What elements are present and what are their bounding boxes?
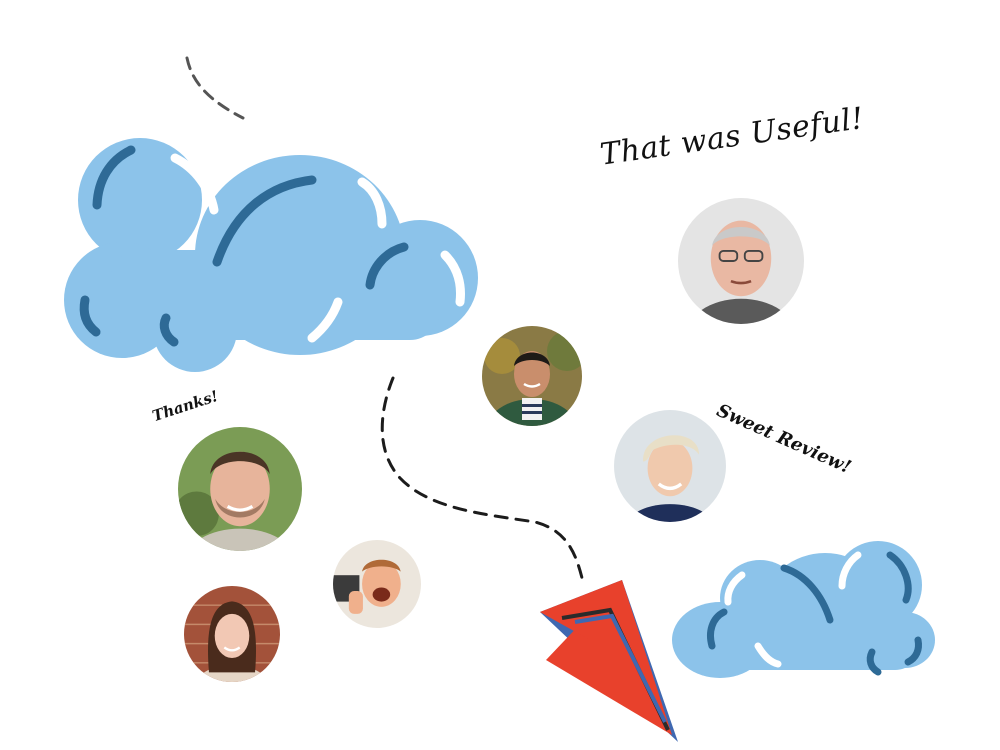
avatar-bearded-man <box>178 427 302 551</box>
person-portrait-icon <box>614 410 726 522</box>
small-cloud <box>672 541 935 678</box>
person-portrait-icon <box>178 427 302 551</box>
dashed-trail-plane <box>380 376 584 580</box>
avatar-man-striped <box>482 326 582 426</box>
person-portrait-icon <box>333 540 421 628</box>
avatar-excited-man <box>333 540 421 628</box>
large-cloud <box>64 138 478 372</box>
person-portrait-icon <box>482 326 582 426</box>
paper-plane <box>540 580 678 742</box>
person-portrait-icon <box>678 198 804 324</box>
avatar-woman-blonde <box>614 410 726 522</box>
person-portrait-icon <box>184 586 280 682</box>
dashed-trail-top <box>185 56 245 120</box>
avatar-woman-brown <box>184 586 280 682</box>
avatar-older-man <box>678 198 804 324</box>
